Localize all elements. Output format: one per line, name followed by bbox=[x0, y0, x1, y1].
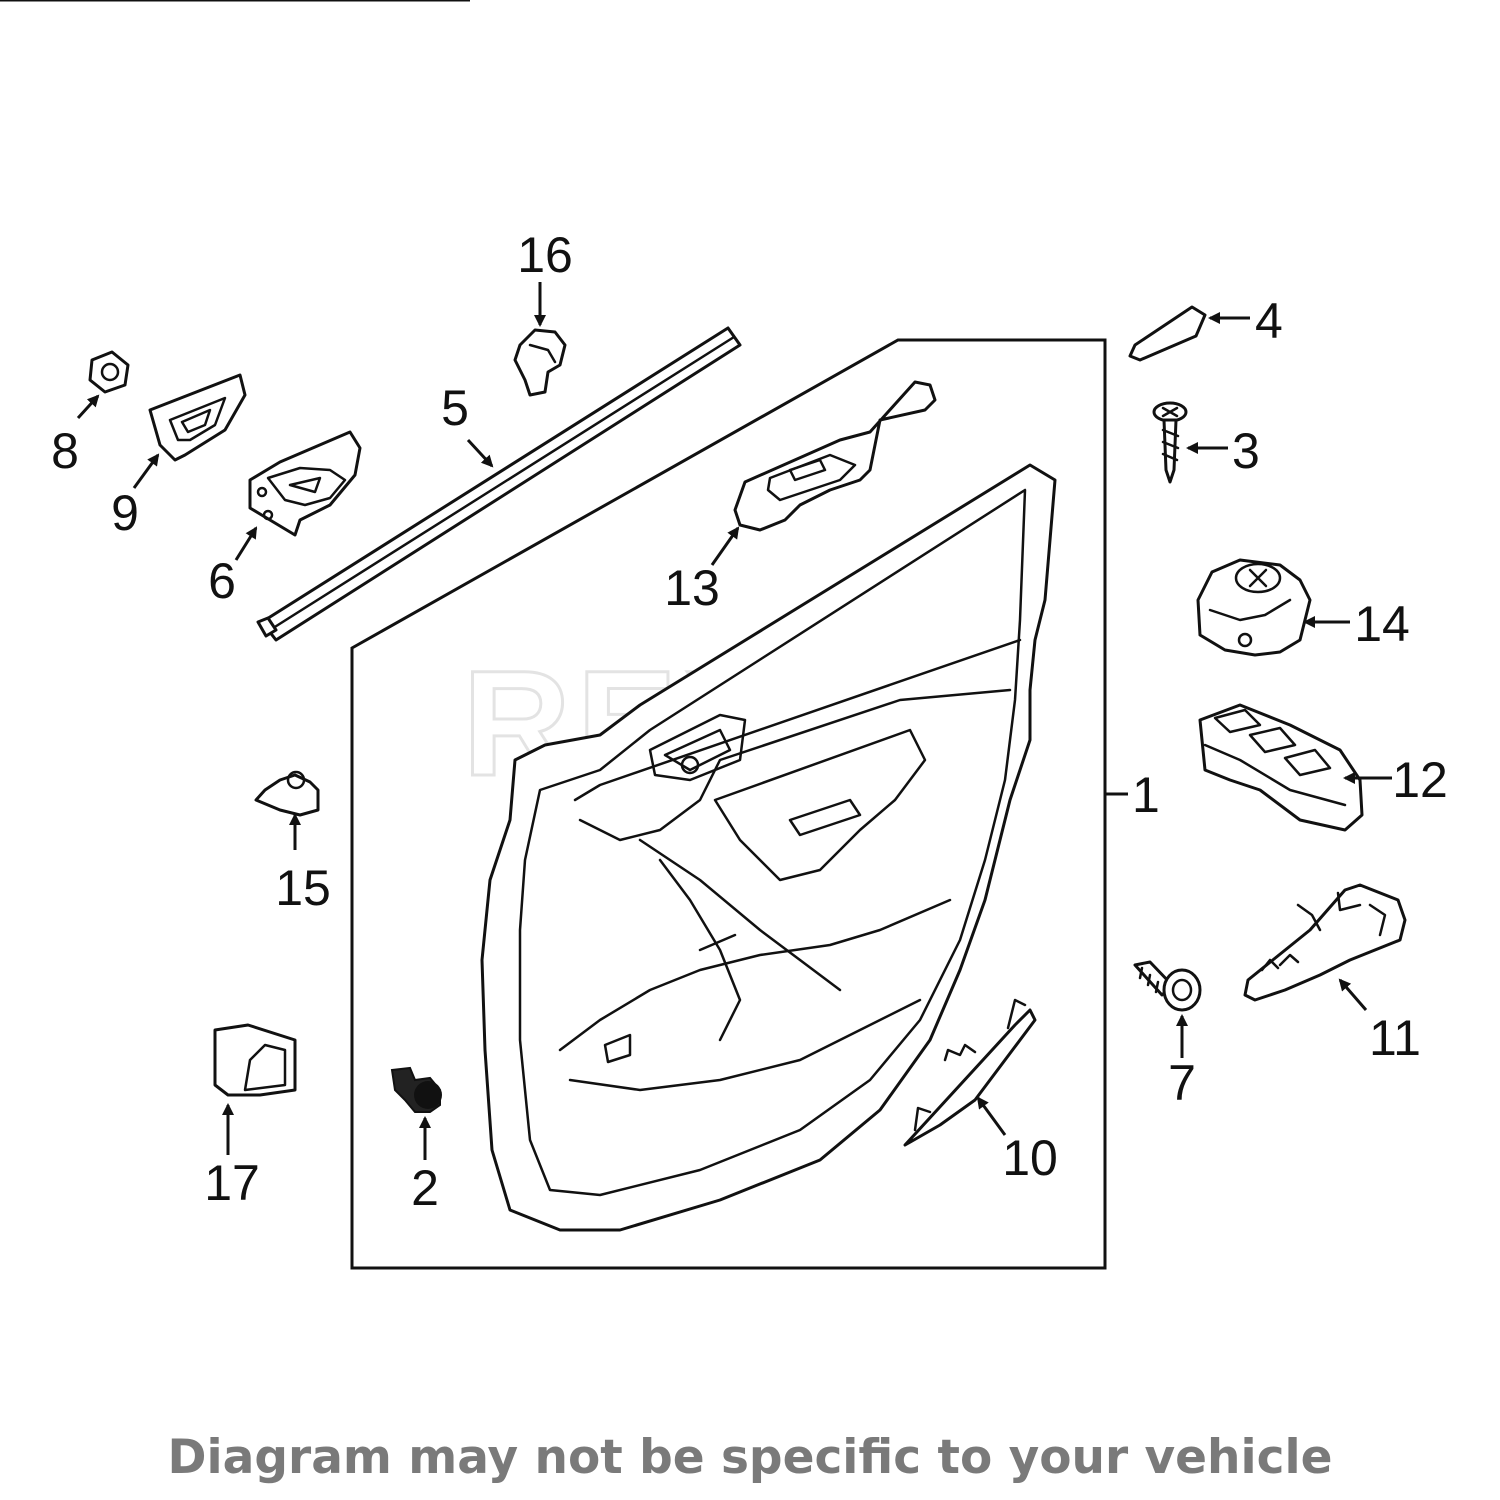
window-switch-drawing bbox=[1198, 703, 1364, 832]
belt-weatherstrip-drawing bbox=[256, 326, 742, 642]
handle-bezel-drawing bbox=[148, 373, 247, 462]
nut-drawing bbox=[88, 350, 130, 394]
upper-clip-drawing bbox=[513, 328, 567, 397]
speaker-cover-drawing bbox=[213, 1023, 297, 1097]
switch-bracket-drawing bbox=[1243, 883, 1407, 1002]
assembly-frame bbox=[350, 338, 1107, 1270]
callout-17: 17 bbox=[204, 1155, 260, 1211]
callout-11: 11 bbox=[1369, 1010, 1421, 1066]
callout-15: 15 bbox=[275, 860, 331, 916]
door-trim-panel-drawing bbox=[480, 463, 1057, 1232]
bolt-drawing bbox=[1133, 960, 1202, 1012]
callout-14: 14 bbox=[1354, 596, 1410, 652]
callout-7: 7 bbox=[1168, 1055, 1196, 1111]
callout-4: 4 bbox=[1255, 293, 1283, 349]
callout-8: 8 bbox=[51, 423, 79, 479]
reflector-cover-drawing bbox=[903, 998, 1037, 1147]
screw-drawing bbox=[1152, 401, 1188, 484]
callout-5: 5 bbox=[441, 380, 469, 436]
callout-3: 3 bbox=[1232, 423, 1260, 479]
callout-12: 12 bbox=[1392, 752, 1448, 808]
mirror-switch-drawing bbox=[1196, 558, 1312, 657]
callout-13: 13 bbox=[664, 560, 720, 616]
callout-2: 2 bbox=[411, 1160, 439, 1216]
handle-bracket-drawing bbox=[248, 430, 362, 537]
callout-10: 10 bbox=[1002, 1130, 1058, 1186]
disclaimer-text: Diagram may not be specific to your vehi… bbox=[167, 1430, 1333, 1485]
retainer-clip-drawing bbox=[254, 770, 320, 817]
callout-9: 9 bbox=[111, 485, 139, 541]
switch-bezel-drawing bbox=[733, 380, 937, 532]
callout-16: 16 bbox=[517, 227, 573, 283]
callout-6: 6 bbox=[208, 553, 236, 609]
pull-handle-cover-drawing bbox=[1128, 305, 1207, 362]
panel-clip-drawing bbox=[390, 1066, 442, 1113]
callout-1: 1 bbox=[1132, 767, 1160, 823]
